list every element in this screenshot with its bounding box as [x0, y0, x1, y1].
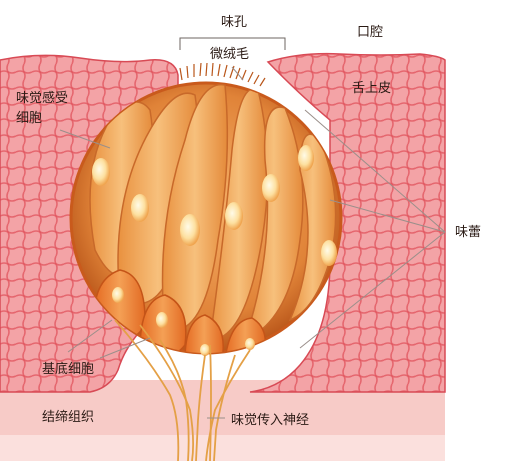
nucleus [321, 240, 337, 266]
label-gustatory-afferent-nerve: 味觉传入神经 [231, 413, 310, 428]
nucleus [262, 174, 280, 202]
label-taste-pore: 味孔 [221, 15, 248, 30]
nucleus [298, 145, 314, 171]
nucleus [112, 287, 124, 303]
leader-lines [59, 66, 446, 419]
nucleus [225, 202, 243, 230]
label-taste-receptor-cell-line2: 细胞 [16, 111, 43, 126]
basal-cell [184, 314, 224, 353]
nucleus [156, 312, 168, 328]
microvilli [179, 62, 266, 87]
gustatory-nerve-fibers [114, 319, 251, 461]
label-oral-cavity: 口腔 [357, 25, 384, 40]
taste-pore-bracket [179, 37, 286, 50]
nucleus [92, 158, 110, 186]
connective-tissue-fade [0, 435, 445, 461]
label-microvilli: 微绒毛 [210, 47, 250, 62]
label-taste-receptor-cell-line1: 味觉感受 [16, 91, 69, 106]
nucleus [200, 344, 210, 356]
nucleus [245, 338, 255, 350]
label-basal-cell: 基底细胞 [42, 362, 95, 377]
receptor-cell [161, 83, 229, 332]
epithelium-right [249, 52, 446, 393]
label-tongue-epithelium: 舌上皮 [352, 81, 392, 96]
nucleus [131, 194, 149, 222]
nucleus [180, 214, 200, 246]
label-taste-bud: 味蕾 [455, 225, 482, 240]
label-connective-tissue: 结缔组织 [42, 410, 95, 425]
